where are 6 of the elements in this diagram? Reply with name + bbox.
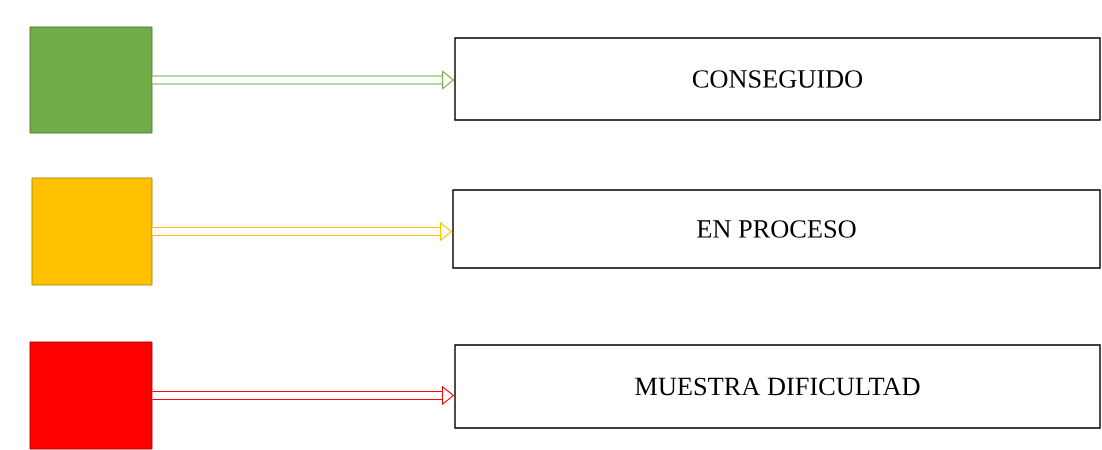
color-square <box>31 177 153 286</box>
color-square <box>29 341 153 450</box>
label-box: EN PROCESO <box>452 189 1101 269</box>
color-square <box>29 26 153 134</box>
label-box: MUESTRA DIFICULTAD <box>454 344 1101 429</box>
label-box: CONSEGUIDO <box>454 37 1101 121</box>
